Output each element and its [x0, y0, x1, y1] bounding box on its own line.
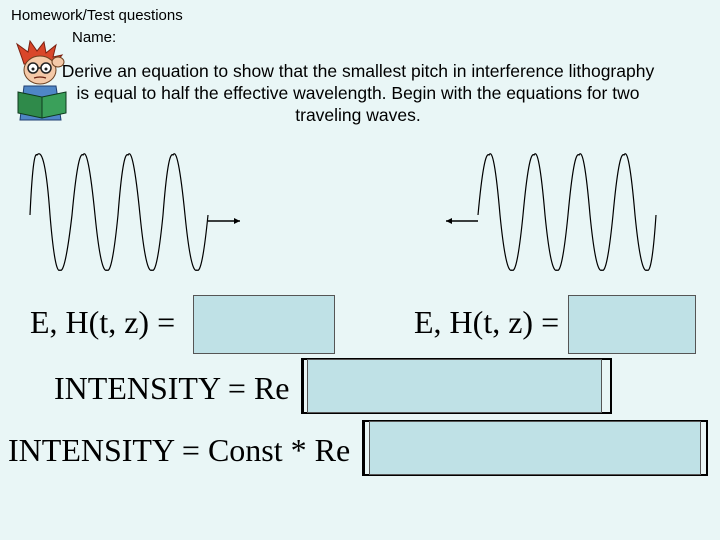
- left-field-equation: E, H(t, z) =: [30, 304, 176, 340]
- intensity-equation: INTENSITY = Re: [54, 370, 290, 406]
- name-label: Name:: [72, 29, 117, 46]
- question-prompt: Derive an equation to show that the smal…: [61, 61, 655, 125]
- intensity-const-equation: INTENSITY = Const * Re: [8, 432, 351, 468]
- left-wave: [29, 153, 209, 271]
- right-field-equation: E, H(t, z) =: [414, 304, 560, 340]
- right-wave: [477, 153, 657, 271]
- intensity-const-answer-box[interactable]: [369, 421, 701, 475]
- intensity-answer-box[interactable]: [307, 359, 602, 413]
- reading-student-clipart-icon: [15, 40, 67, 121]
- homework-title: Homework/Test questions: [11, 7, 183, 24]
- traveling-waves-diagram: [29, 153, 657, 271]
- right-field-answer-box[interactable]: [568, 295, 696, 354]
- left-field-answer-box[interactable]: [193, 295, 335, 354]
